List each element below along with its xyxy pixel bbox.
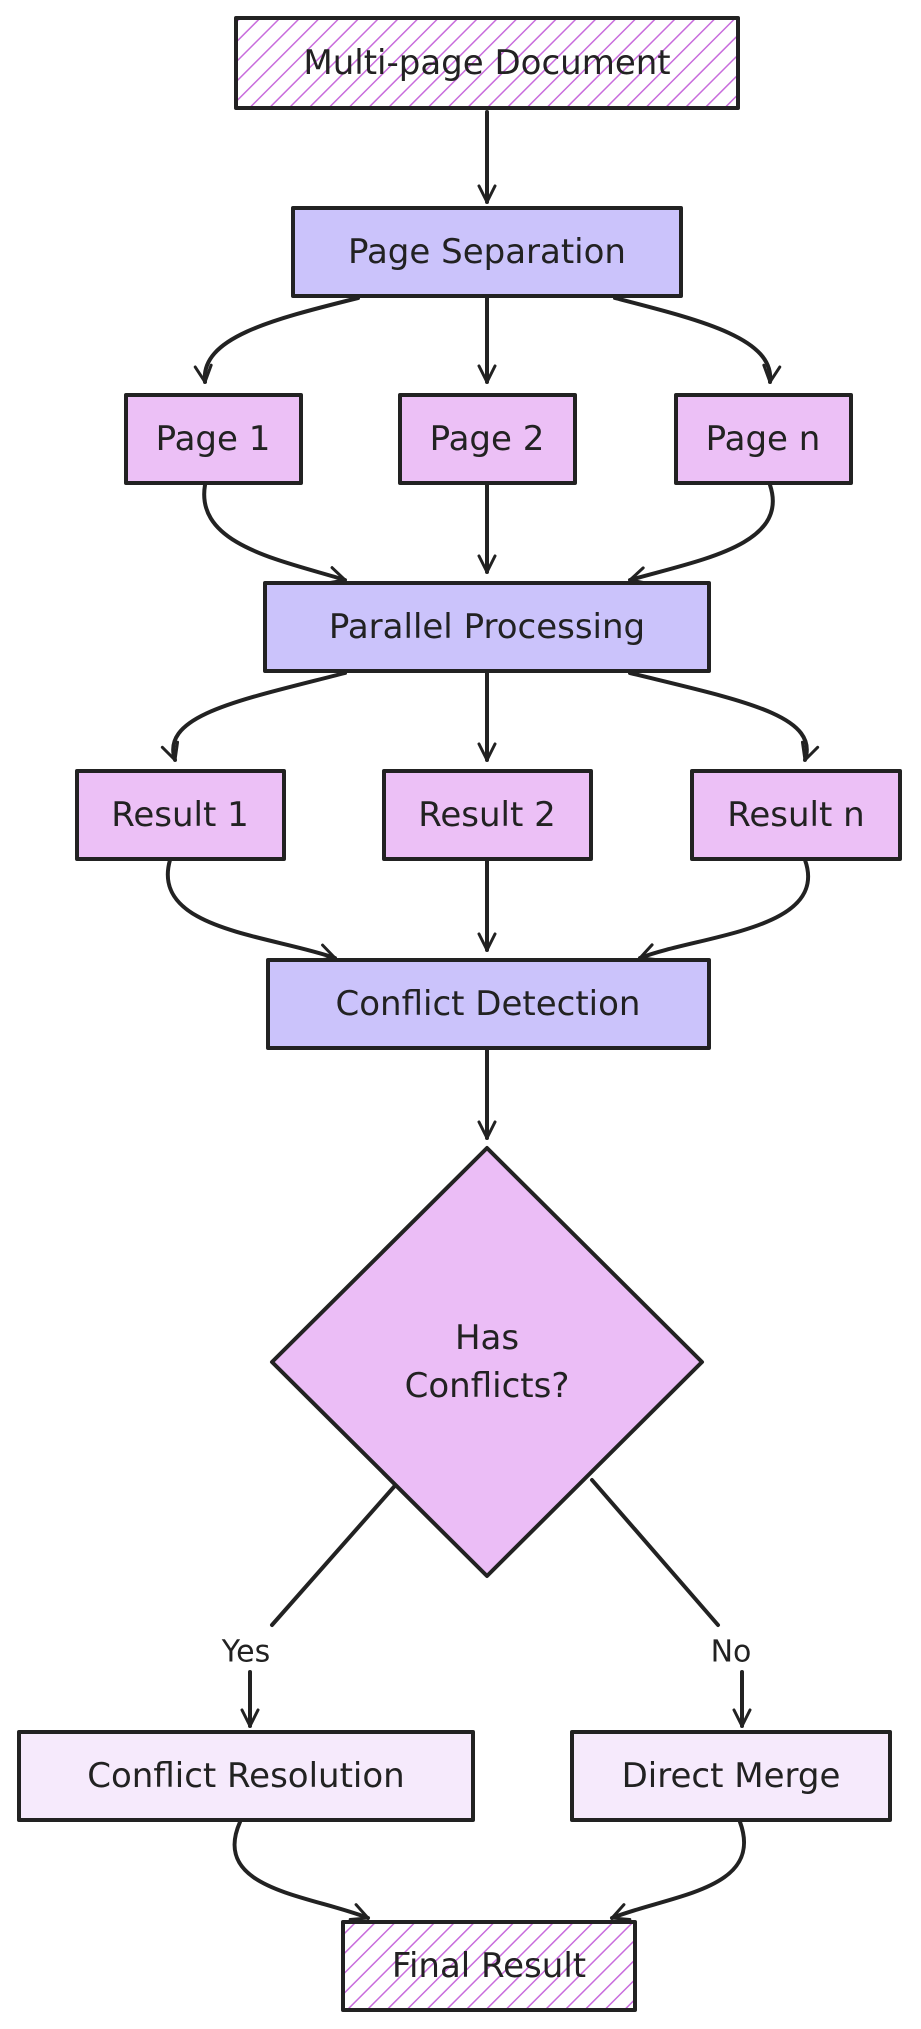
- page-separation-node: [291, 206, 683, 298]
- edge-separation-to-page1: [193, 296, 360, 384]
- final-result-label: Final Result: [392, 1946, 586, 1986]
- edge-result1-to-detection: [165, 858, 337, 962]
- decision-label-line-1: Has: [455, 1318, 519, 1358]
- result-2-label: Result 2: [418, 795, 556, 835]
- result-n-label: Result n: [727, 795, 864, 835]
- result-1-label: Result 1: [111, 795, 249, 835]
- page-1-label: Page 1: [156, 419, 271, 459]
- edge-resolution-to-final: [232, 1820, 370, 1922]
- edge-parallel-to-resultn: [628, 671, 820, 762]
- conflict-resolution-label: Conflict Resolution: [87, 1756, 404, 1796]
- edge-resultn-to-detection: [638, 858, 810, 962]
- direct-merge-label: Direct Merge: [622, 1756, 841, 1796]
- page-n-label: Page n: [706, 419, 821, 459]
- result-1-node: [75, 769, 286, 861]
- parallel-processing-node: [263, 581, 711, 673]
- page-2-label: Page 2: [430, 419, 545, 459]
- page-2-node: [398, 393, 577, 485]
- has-conflicts-decision-node: [270, 1146, 704, 1578]
- result-n-node: [690, 769, 902, 861]
- conflict-detection-label: Conflict Detection: [336, 984, 641, 1024]
- edge-decision-no: [590, 1478, 720, 1627]
- edge-pagen-to-parallel: [628, 483, 775, 585]
- no-edge-label: No: [711, 1635, 752, 1670]
- edge-parallel-to-result1: [160, 671, 347, 762]
- yes-edge-label: Yes: [221, 1635, 270, 1670]
- decision-label-line-2: Conflicts?: [405, 1366, 570, 1406]
- parallel-processing-label: Parallel Processing: [329, 607, 645, 647]
- page-n-node: [674, 393, 853, 485]
- input-document-node: [234, 16, 740, 110]
- page-1-node: [124, 393, 303, 485]
- result-2-node: [382, 769, 593, 861]
- edge-merge-to-final: [610, 1820, 747, 1922]
- final-result-node: [341, 1920, 637, 2012]
- edge-decision-yes: [270, 1478, 402, 1627]
- edge-page1-to-parallel: [202, 483, 347, 585]
- conflict-detection-node: [266, 958, 711, 1050]
- page-separation-label: Page Separation: [348, 232, 626, 272]
- direct-merge-node: [570, 1730, 892, 1822]
- input-document-label: Multi-page Document: [303, 43, 670, 83]
- conflict-resolution-node: [17, 1730, 475, 1822]
- edge-separation-to-pagen: [613, 296, 782, 384]
